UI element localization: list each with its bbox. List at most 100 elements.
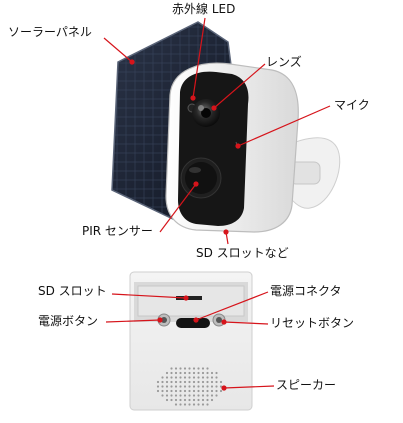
speaker-hole [165, 398, 169, 402]
speaker-hole [192, 389, 196, 393]
speaker-hole [201, 376, 205, 379]
pointer-speaker-dot [221, 385, 227, 391]
speaker-hole [210, 394, 214, 397]
speaker-hole [165, 394, 169, 397]
speaker-hole [192, 394, 196, 397]
speaker-hole [174, 380, 178, 384]
pointer-pir-sensor [159, 183, 197, 233]
label-mic: マイク [334, 98, 370, 112]
speaker-hole [197, 394, 200, 397]
speaker-grille [156, 367, 223, 406]
speaker-hole [165, 389, 169, 393]
speaker-hole [201, 394, 205, 397]
speaker-hole [170, 398, 173, 402]
speaker-hole [206, 385, 209, 388]
speaker-hole [188, 367, 191, 370]
speaker-hole [219, 380, 223, 384]
speaker-hole [201, 389, 205, 393]
speaker-hole [179, 389, 182, 393]
speaker-hole [192, 398, 196, 402]
pointer-mic-dot [235, 143, 241, 149]
speaker-hole [179, 403, 182, 406]
speaker-hole [165, 380, 169, 384]
speaker-hole [201, 380, 205, 384]
speaker-hole [174, 371, 178, 375]
speaker-hole [210, 398, 214, 402]
speaker-hole [165, 385, 169, 388]
pointer-reset-button [223, 321, 269, 325]
pointer-speaker [223, 385, 275, 389]
label-ir-led: 赤外線 LED [172, 2, 236, 16]
speaker-hole [174, 389, 178, 393]
pointer-sd-slot-dot [183, 295, 189, 301]
speaker-hole [188, 371, 191, 375]
speaker-hole [201, 367, 205, 370]
pointer-ir-led-dot [190, 95, 196, 101]
speaker-hole [215, 371, 218, 375]
label-solar-panel: ソーラーパネル [8, 25, 92, 39]
speaker-hole [179, 371, 182, 375]
pointer-power-button-dot [157, 317, 163, 323]
speaker-hole [201, 398, 205, 402]
label-power-button: 電源ボタン [38, 314, 99, 328]
speaker-hole [183, 403, 187, 406]
pointer-power-connector [195, 291, 269, 321]
speaker-hole [188, 380, 191, 384]
speaker-hole [192, 376, 196, 379]
speaker-hole [161, 389, 164, 393]
speaker-hole [170, 380, 173, 384]
speaker-hole [219, 385, 223, 388]
speaker-hole [183, 367, 187, 370]
speaker-hole [206, 394, 209, 397]
pointer-lens [213, 63, 266, 109]
speaker-hole [210, 389, 214, 393]
speaker-hole [179, 385, 182, 388]
speaker-hole [197, 367, 200, 370]
speaker-hole [161, 376, 164, 379]
speaker-hole [183, 394, 187, 397]
speaker-hole [206, 367, 209, 370]
speaker-hole [156, 385, 160, 388]
speaker-hole [183, 371, 187, 375]
speaker-hole [197, 389, 200, 393]
speaker-hole [192, 380, 196, 384]
speaker-hole [192, 371, 196, 375]
speaker-hole [174, 385, 178, 388]
speaker-hole [197, 371, 200, 375]
speaker-hole [188, 389, 191, 393]
speaker-hole [197, 380, 200, 384]
speaker-hole [215, 385, 218, 388]
pointer-solar-panel [103, 37, 133, 63]
speaker-hole [174, 394, 178, 397]
label-sd-slot: SD スロット [38, 284, 107, 298]
speaker-hole [161, 380, 164, 384]
speaker-hole [170, 394, 173, 397]
label-reset-button: リセットボタン [270, 316, 355, 330]
speaker-hole [210, 380, 214, 384]
speaker-hole [201, 371, 205, 375]
speaker-hole [174, 376, 178, 379]
speaker-hole [174, 367, 178, 370]
speaker-hole [215, 376, 218, 379]
speaker-hole [201, 403, 205, 406]
speaker-hole [179, 380, 182, 384]
pointer-sd-slot [111, 293, 187, 299]
pointer-solar-panel-dot [129, 59, 135, 65]
speaker-hole [201, 385, 205, 388]
speaker-hole [174, 403, 178, 406]
pointer-reset-button-dot [221, 319, 227, 325]
speaker-hole [192, 367, 196, 370]
pointer-power-connector-dot [193, 317, 199, 323]
speaker-hole [165, 371, 169, 375]
label-lens: レンズ [266, 55, 302, 69]
speaker-hole [183, 376, 187, 379]
pointer-lines [103, 17, 331, 391]
speaker-hole [210, 385, 214, 388]
speaker-hole [215, 389, 218, 393]
camera-body [165, 62, 299, 233]
speaker-hole [183, 380, 187, 384]
speaker-hole [192, 403, 196, 406]
speaker-hole [206, 403, 209, 406]
speaker-hole [183, 389, 187, 393]
